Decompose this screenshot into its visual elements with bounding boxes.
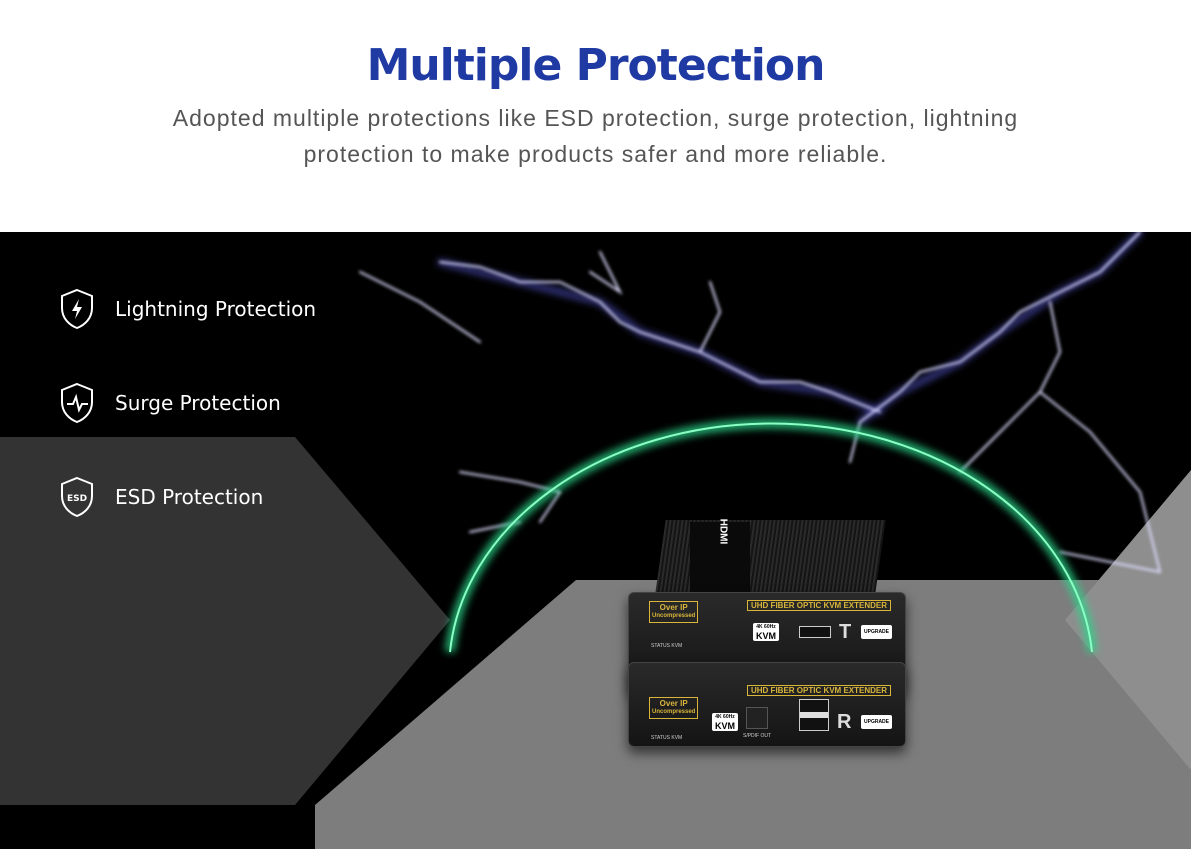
lid-label: HDMI <box>690 519 750 598</box>
header: Multiple Protection Adopted multiple pro… <box>0 0 1191 232</box>
status-label: STATUS KVM <box>651 735 683 741</box>
banner: UHD FIBER OPTIC KVM EXTENDER <box>747 600 892 611</box>
feature-esd: ESD ESD Protection <box>58 476 263 518</box>
unit-letter: R <box>837 711 852 733</box>
spdif-port <box>746 707 768 729</box>
status-label: STATUS KVM <box>651 643 683 649</box>
spdif-label: S/PDIF OUT <box>743 733 772 739</box>
shield-pulse-icon <box>61 382 93 424</box>
svg-text:ESD: ESD <box>67 494 87 504</box>
page-title: Multiple Protection <box>366 40 826 91</box>
shield-lightning-icon <box>61 288 93 330</box>
usb-ports <box>799 699 829 731</box>
feature-label: ESD Protection <box>115 485 264 509</box>
right-panel-shape <box>1065 470 1191 770</box>
left-panel-shape <box>0 437 450 805</box>
hero-scene: Lightning Protection Surge Protection ES… <box>0 232 1191 849</box>
feature-surge: Surge Protection <box>58 382 281 424</box>
usb-port <box>799 626 831 638</box>
unit-letter: T <box>839 621 852 643</box>
feature-label: Lightning Protection <box>115 297 317 321</box>
feature-lightning: Lightning Protection <box>58 288 316 330</box>
banner: UHD FIBER OPTIC KVM EXTENDER <box>747 685 892 696</box>
upgrade-port: UPGRADE <box>861 625 893 639</box>
shield-esd-icon: ESD <box>61 476 93 518</box>
lightning <box>359 232 1161 573</box>
upgrade-port: UPGRADE <box>861 715 893 729</box>
page-subtitle: Adopted multiple protections like ESD pr… <box>172 105 1019 167</box>
feature-label: Surge Protection <box>115 391 281 415</box>
